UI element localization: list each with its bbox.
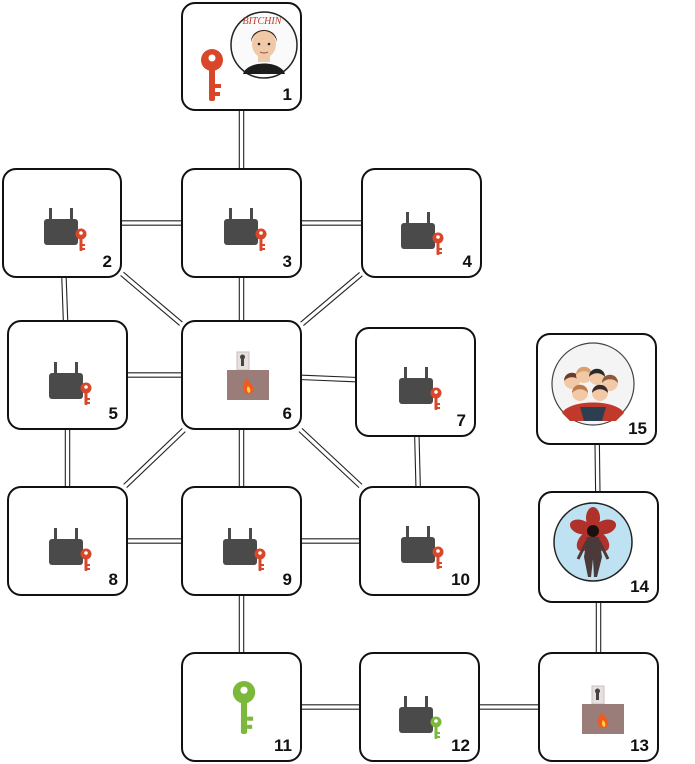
- node-number: 11: [274, 736, 292, 755]
- svg-text:BITCHIN': BITCHIN': [242, 16, 284, 27]
- edge-12-13: [480, 704, 538, 710]
- edge-6-7: [301, 374, 356, 383]
- demogorgon-icon: [552, 501, 634, 583]
- node-4: 4: [361, 168, 482, 278]
- node-7: 7: [355, 327, 476, 437]
- node-number: 14: [630, 577, 649, 596]
- edge-3-4: [302, 220, 361, 226]
- edge-8-9: [128, 538, 181, 544]
- node-5: 5: [7, 320, 128, 430]
- edge-14-15: [594, 444, 601, 492]
- node-14: 14: [538, 491, 659, 603]
- node-2: 2: [2, 168, 122, 278]
- node-number: 9: [282, 570, 292, 589]
- edge-5-8: [64, 430, 71, 486]
- node-number: 3: [282, 252, 292, 271]
- edge-9-11: [238, 596, 245, 652]
- edge-11-12: [302, 704, 359, 710]
- edge-2-3: [122, 220, 181, 226]
- node-number: 15: [628, 419, 647, 438]
- router-red-key-icon: [42, 206, 92, 252]
- edge-3-6: [238, 278, 245, 320]
- router-green-key-icon: [397, 694, 447, 740]
- router-red-key-icon: [221, 526, 271, 572]
- edge-2-6: [120, 271, 183, 326]
- node-number: 1: [282, 85, 292, 104]
- edge-1-3: [238, 111, 245, 168]
- router-red-key-icon: [399, 210, 449, 256]
- node-number: 13: [630, 736, 649, 755]
- furnace-icon: [225, 350, 271, 402]
- edge-6-8: [123, 428, 186, 488]
- node-number: 5: [108, 404, 118, 423]
- router-red-key-icon: [397, 365, 447, 411]
- node-11: 11: [181, 652, 302, 762]
- router-red-key-icon: [47, 526, 97, 572]
- portrait-badge: BITCHIN': [229, 10, 299, 80]
- node-1: BITCHIN' 1: [181, 2, 302, 111]
- node-6: 6: [181, 320, 302, 430]
- edge-5-6: [128, 372, 181, 378]
- edge-13-14: [595, 603, 602, 652]
- node-9: 9: [181, 486, 302, 596]
- edge-9-10: [302, 538, 359, 544]
- edge-4-6: [300, 271, 363, 327]
- node-number: 7: [456, 411, 466, 430]
- node-8: 8: [7, 486, 128, 596]
- node-10: 10: [359, 486, 480, 596]
- node-number: 4: [462, 252, 472, 271]
- red-key-icon: [197, 48, 227, 103]
- node-number: 12: [451, 736, 470, 755]
- node-12: 12: [359, 652, 480, 762]
- router-red-key-icon: [399, 524, 449, 570]
- node-number: 2: [102, 252, 112, 271]
- edge-2-5: [61, 277, 69, 321]
- node-15: 15: [536, 333, 657, 445]
- green-key-icon: [227, 680, 261, 736]
- router-red-key-icon: [47, 360, 97, 406]
- node-number: 8: [108, 570, 118, 589]
- edge-6-9: [238, 430, 245, 486]
- node-13: 13: [538, 652, 659, 762]
- furnace-icon: [580, 684, 626, 736]
- edge-6-10: [298, 427, 363, 489]
- node-number: 6: [282, 404, 292, 423]
- node-3: 3: [181, 168, 302, 278]
- group-portrait-icon: [550, 341, 636, 427]
- edge-7-10: [414, 436, 421, 487]
- node-number: 10: [451, 570, 470, 589]
- router-red-key-icon: [222, 206, 272, 252]
